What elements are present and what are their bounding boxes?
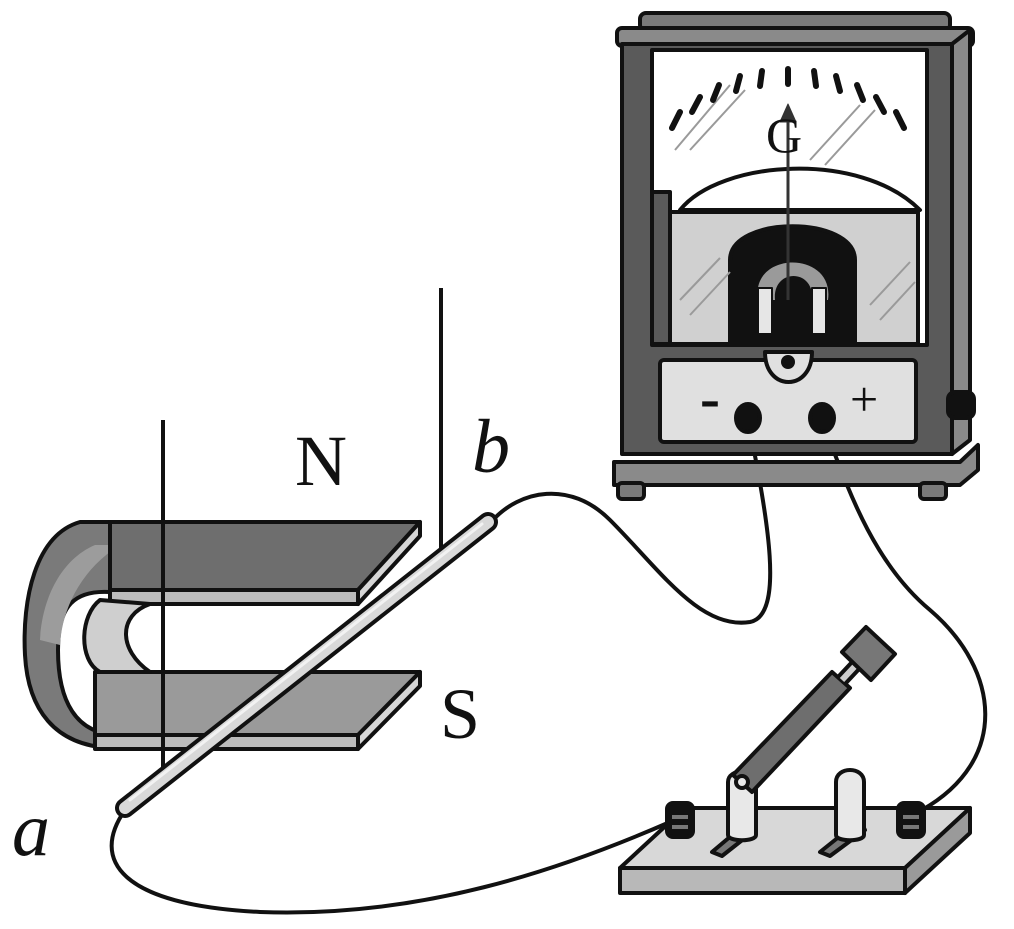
glass-reflections bbox=[674, 84, 916, 321]
galvanometer-coil-left bbox=[757, 287, 773, 335]
galvanometer-side-knob bbox=[946, 390, 976, 420]
switch-handle-grip bbox=[840, 625, 897, 682]
rod-body bbox=[119, 516, 494, 814]
galvanometer-foot-right bbox=[918, 481, 948, 501]
galvanometer-terminal-positive-post bbox=[808, 402, 836, 434]
galvanometer-base bbox=[612, 443, 980, 487]
galvanometer-foot-left bbox=[616, 481, 646, 501]
switch-contact-post bbox=[834, 768, 866, 843]
switch-base-side bbox=[903, 806, 972, 895]
guide-lines bbox=[161, 288, 443, 778]
galvanometer-scale-ticks bbox=[669, 66, 907, 131]
label-terminal-negative: - bbox=[700, 365, 720, 431]
wire-b-to-galvanometer-negative bbox=[490, 419, 773, 625]
galvanometer-side-panel bbox=[950, 28, 972, 456]
galvanometer-scale-arch bbox=[678, 166, 922, 212]
label-south-pole: S bbox=[440, 674, 480, 754]
label-north-pole: N bbox=[295, 421, 347, 501]
magnet-inner-shade bbox=[82, 598, 152, 674]
rod-highlight bbox=[128, 522, 484, 802]
wire-a-to-switch bbox=[109, 808, 671, 915]
magnet-upper-arm-end bbox=[356, 520, 422, 606]
galvanometer-pivot bbox=[781, 355, 795, 369]
magnet-bend-highlight bbox=[40, 545, 120, 645]
label-terminal-positive: + bbox=[850, 371, 878, 427]
label-galvanometer: G bbox=[766, 107, 802, 163]
galvanometer bbox=[612, 11, 980, 501]
switch-blade bbox=[731, 670, 852, 794]
galvanometer-magnet-housing bbox=[728, 224, 857, 346]
switch-base-front bbox=[618, 866, 907, 895]
switch-terminal-left bbox=[665, 801, 695, 839]
galvanometer-coil-right bbox=[811, 287, 827, 335]
galvanometer-left-strip bbox=[650, 190, 672, 346]
galvanometer-terminal-negative-post bbox=[734, 402, 762, 434]
switch-hinge bbox=[734, 774, 750, 790]
switch-terminal-right bbox=[896, 801, 926, 839]
galvanometer-pointer-tip bbox=[779, 103, 797, 123]
galvanometer-magnet-inner bbox=[757, 262, 829, 300]
label-rod-end-b: b bbox=[472, 405, 510, 489]
conducting-rod bbox=[115, 512, 498, 818]
horseshoe-magnet bbox=[22, 520, 422, 751]
knife-switch bbox=[618, 625, 972, 895]
magnet-lower-arm-end bbox=[356, 670, 422, 751]
label-rod-end-a: a bbox=[12, 788, 50, 872]
